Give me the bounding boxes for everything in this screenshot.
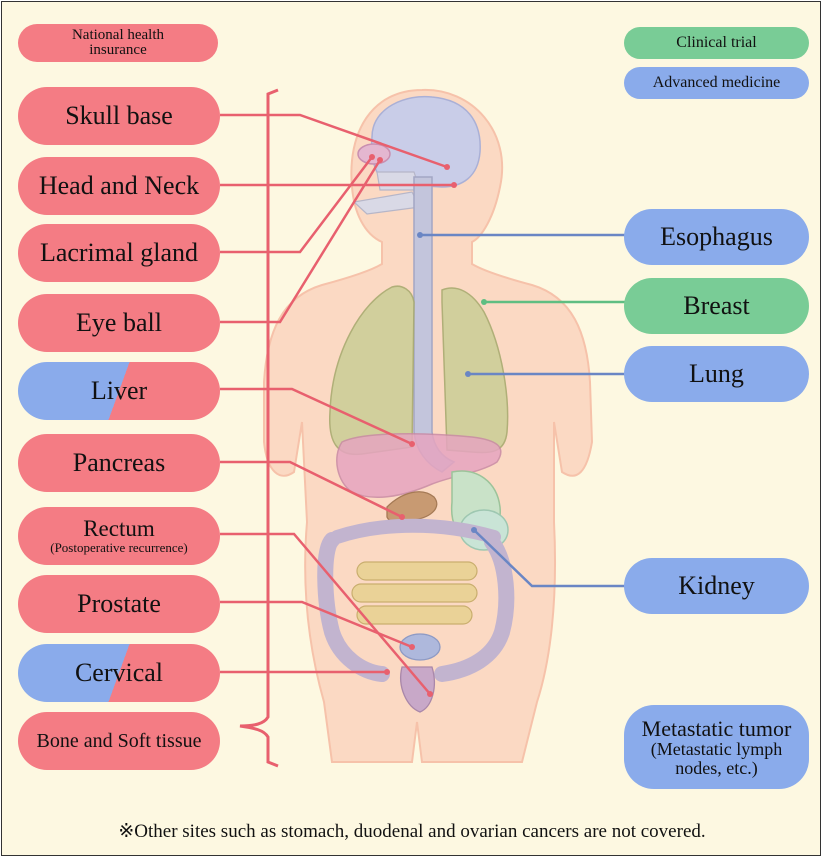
legend-clinical-trial: Clinical trial [624,27,809,59]
site-bone-soft-tissue: Bone and Soft tissue [18,712,220,770]
site-lacrimal-gland: Lacrimal gland [18,224,220,282]
site-liver: Liver [18,362,220,420]
site-label: Head and Neck [39,172,199,199]
site-esophagus: Esophagus [624,209,809,265]
site-label: Rectum [83,517,155,541]
site-breast: Breast [624,278,809,334]
site-label: Skull base [65,102,173,129]
site-label: Lacrimal gland [40,239,198,266]
legend-advanced-medicine: Advanced medicine [624,67,809,99]
footnote: ※Other sites such as stomach, duodenal a… [2,820,822,843]
site-label: Cervical [75,659,163,686]
small-intestine-shape [352,562,477,624]
site-sublabel: (Postoperative recurrence) [50,541,188,555]
site-skull-base: Skull base [18,87,220,145]
site-kidney: Kidney [624,558,809,614]
site-pancreas: Pancreas [18,434,220,492]
site-lung: Lung [624,346,809,402]
site-label: Pancreas [73,449,165,476]
site-head-and-neck: Head and Neck [18,157,220,215]
site-prostate: Prostate [18,575,220,633]
site-label: Breast [683,292,749,319]
site-label: Prostate [77,590,161,617]
site-rectum: Rectum (Postoperative recurrence) [18,507,220,565]
bladder-shape [400,634,440,660]
legend-advanced-label: Advanced medicine [653,75,781,92]
legend-nhi-label: National health insurance [58,28,178,58]
site-label: Lung [689,360,744,387]
site-metastatic-tumor: Metastatic tumor (Metastatic lymph nodes… [624,705,809,789]
site-cervical: Cervical [18,644,220,702]
site-label: Eye ball [76,309,162,336]
site-label: Metastatic tumor [642,717,792,740]
site-label: Liver [91,377,147,404]
leader-lacrimal [220,157,372,252]
site-sublabel: (Metastatic lymph nodes, etc.) [642,740,792,778]
site-eye-ball: Eye ball [18,294,220,352]
site-label: Bone and Soft tissue [37,731,202,752]
eye-shape [358,144,390,164]
site-label: Esophagus [660,223,773,250]
leader-breast-dot [481,299,487,305]
site-label: Kidney [678,572,755,599]
legend-national-health-insurance: National health insurance [18,24,218,62]
legend-clinical-label: Clinical trial [676,35,756,52]
